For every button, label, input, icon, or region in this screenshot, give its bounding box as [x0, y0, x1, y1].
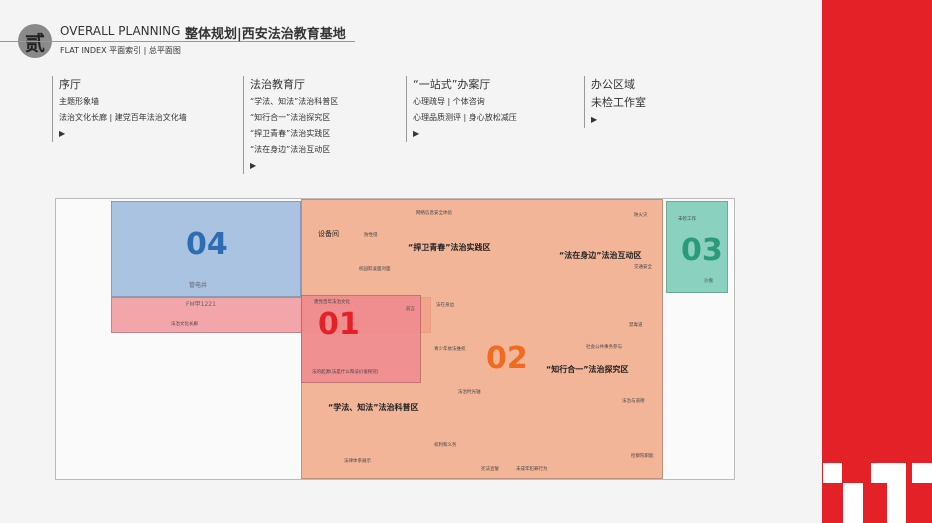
index-item: 心理疏导 | 个体咨询 [413, 97, 485, 106]
exhibit-label: 法治时光轴 [458, 390, 481, 395]
exhibit-label: 法律体系展示 [344, 459, 371, 464]
play-arrow-icon[interactable]: ▶ [59, 129, 66, 138]
zone-01-number: 01 [318, 307, 360, 342]
index-title: 法治教育厅 [250, 78, 305, 91]
index-title: 办公区域 [591, 78, 635, 91]
index-item: “法在身边”法治互动区 [250, 145, 331, 154]
exhibit-label: 社会公共事务参与 [586, 345, 622, 350]
exhibit-label: 宪法宣誓 [481, 467, 499, 472]
exhibit-label: 交通安全 [634, 265, 652, 270]
exhibit-label: 权利和义务 [434, 443, 457, 448]
index-education-hall: 法治教育厅 “学法、知法”法治科普区 “知行合一”法治探究区 “捍卫青春”法治实… [243, 76, 338, 174]
zone-02[interactable] [301, 199, 663, 479]
play-arrow-icon[interactable]: ▶ [591, 115, 598, 124]
area-label: “知行合一”法治探究区 [546, 365, 629, 374]
floor-plan: 04 01 02 03 设备间 “捍卫青春”法治实践区 “法在身边”法治互动区 … [55, 198, 735, 480]
play-arrow-icon[interactable]: ▶ [413, 129, 420, 138]
title-cn: 整体规划|西安法治教育基地 [185, 27, 346, 42]
header-divider [0, 41, 355, 42]
room-label: 设备间 [318, 230, 339, 238]
exhibit-label: 禁毒道 [629, 323, 643, 328]
exhibit-label: 防火灾 [634, 213, 648, 218]
zone-04-number: 04 [186, 227, 228, 262]
logo-block [843, 483, 863, 523]
subtitle: FLAT INDEX 平面索引 | 总平面图 [60, 46, 181, 55]
index-item: 主题形象墙 [59, 97, 99, 106]
title-en: OVERALL PLANNING [60, 24, 181, 38]
logo-block [823, 463, 842, 483]
exhibit-label: 前言 [406, 307, 415, 312]
zone-03-number: 03 [681, 233, 723, 268]
exhibit-label: 法治与道德 [622, 399, 645, 404]
exhibit-label: 防性侵 [364, 233, 378, 238]
index-lobby: 序厅 主题形象墙 法治文化长廊 | 建党百年法治文化墙 ▶ [52, 76, 187, 142]
zone-04[interactable] [111, 201, 301, 297]
index-item: “知行合一”法治探究区 [250, 113, 331, 122]
zone-01[interactable] [301, 295, 421, 383]
room-label: 管电井 [189, 282, 208, 289]
exhibit-label: 法在身边 [436, 303, 454, 308]
zone-03[interactable] [666, 201, 728, 293]
index-item: 心理品质测评 | 身心放松减压 [413, 113, 517, 122]
brand-band [822, 0, 932, 523]
index-item: “捍卫青春”法治实践区 [250, 129, 331, 138]
zone-02-number: 02 [486, 341, 528, 376]
logo-block [887, 483, 906, 523]
exhibit-label: 未成年犯罪行为 [516, 467, 548, 472]
exhibit-label: 法治文化长廊 [171, 322, 198, 327]
exhibit-label: 未检工作 [678, 217, 696, 222]
door-label: FM甲1221 [186, 301, 216, 308]
exhibit-label: 校园欺凌面对面 [359, 267, 391, 272]
index-case-hall: “一站式”办案厅 心理疏导 | 个体咨询 心理品质测评 | 身心放松减压 ▶ [406, 76, 517, 142]
exhibit-label: 网络信息安全体验 [416, 211, 452, 216]
logo-block [871, 463, 906, 483]
exhibit-label: 建党百年法治文化 [314, 300, 350, 305]
exhibit-label: 法的起源(法是什么和法价值探究) [312, 370, 379, 375]
area-label: “法在身边”法治互动区 [559, 251, 642, 260]
play-arrow-icon[interactable]: ▶ [250, 161, 257, 170]
index-title: “一站式”办案厅 [413, 78, 491, 91]
area-label: “捍卫青春”法治实践区 [408, 243, 491, 252]
index-office: 办公区域 未检工作室 ▶ [584, 76, 646, 128]
index-item: 法治文化长廊 | 建党百年法治文化墙 [59, 113, 187, 122]
index-item: “学法、知法”法治科普区 [250, 97, 339, 106]
index-item: 未检工作室 [591, 96, 646, 109]
exhibit-label: 检察院职能 [631, 454, 654, 459]
area-label: “学法、知法”法治科普区 [328, 403, 419, 412]
logo-block [912, 463, 932, 483]
index-title: 序厅 [59, 78, 81, 91]
exhibit-label: 青少年依法维权 [434, 347, 466, 352]
exhibit-label: 沙盘 [704, 279, 713, 284]
